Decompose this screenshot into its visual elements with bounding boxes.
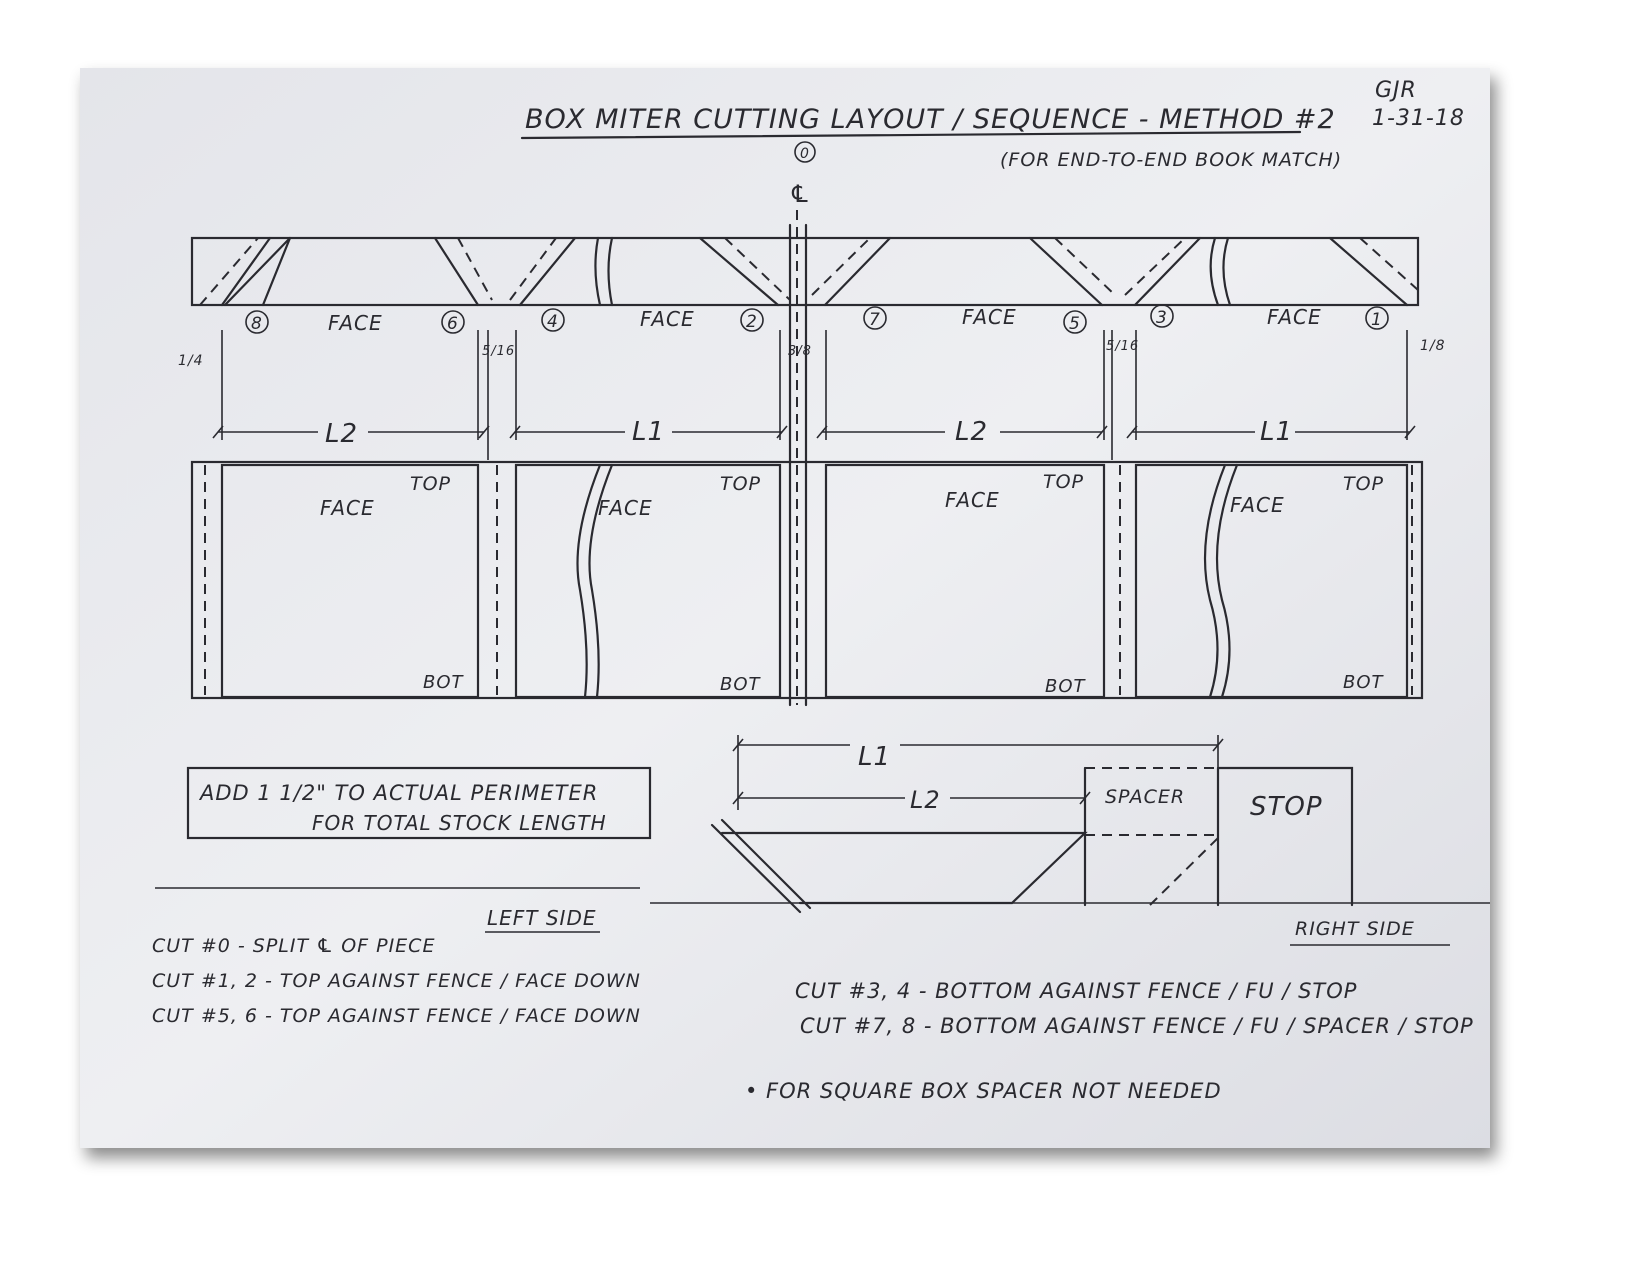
face-label: FACE <box>640 307 695 331</box>
spacer-label: SPACER <box>1105 786 1185 808</box>
date: 1-31-18 <box>1372 106 1465 131</box>
svg-text:FACE: FACE <box>598 496 653 520</box>
grain-wave <box>576 463 614 699</box>
author-initials: GJR <box>1375 78 1417 103</box>
panel-2 <box>514 463 782 699</box>
dimension-label: L1 <box>632 417 665 447</box>
grain-wave <box>1203 463 1239 699</box>
stop-label: STOP <box>1250 792 1323 822</box>
title: BOX MITER CUTTING LAYOUT / SEQUENCE - ME… <box>525 104 1336 135</box>
kerf-label: 1/8 <box>1420 338 1446 354</box>
paper-sheet <box>80 68 1490 1148</box>
dimension-label: L1 <box>1260 417 1293 447</box>
right-cut-3-4: CUT #3, 4 - BOTTOM AGAINST FENCE / FU / … <box>795 979 1357 1003</box>
jig-l1-label: L1 <box>858 742 891 772</box>
left-cut-0: CUT #0 - SPLIT ℄ OF PIECE <box>152 935 435 957</box>
kerf-label: 3/8 <box>788 344 812 359</box>
cut-number: 8 <box>251 314 263 334</box>
note-line-1: ADD 1 1/2" TO ACTUAL PERIMETER <box>198 781 598 805</box>
svg-text:BOT: BOT <box>423 672 465 693</box>
right-cut-7-8: CUT #7, 8 - BOTTOM AGAINST FENCE / FU / … <box>800 1014 1474 1038</box>
stop-block <box>1083 766 1354 907</box>
svg-text:TOP: TOP <box>720 473 761 495</box>
cut-number: 2 <box>746 312 758 332</box>
left-cut-1-2: CUT #1, 2 - TOP AGAINST FENCE / FACE DOW… <box>152 970 641 992</box>
kerf-label: 5/16 <box>482 344 515 359</box>
svg-text:BOT: BOT <box>1045 676 1087 697</box>
jig-diagram: L1 L2 SPACER STOP <box>650 735 1490 914</box>
kerf-labels: 1/4 5/16 3/8 5/16 1/8 <box>178 338 1446 369</box>
panel-1 <box>220 463 480 699</box>
face-label: FACE <box>962 305 1017 329</box>
dimension-label: L2 <box>325 419 358 449</box>
svg-text:TOP: TOP <box>1343 473 1384 495</box>
dimension-label: L2 <box>955 417 988 447</box>
centerline-symbol: ℄ <box>789 180 812 208</box>
svg-text:BOT: BOT <box>720 674 762 695</box>
cut-number: 1 <box>1371 310 1383 330</box>
svg-text:FACE: FACE <box>945 488 1000 512</box>
cut-number: 4 <box>547 312 559 332</box>
svg-text:TOP: TOP <box>1043 471 1084 493</box>
piece-labels: 8 FACE 6 4 FACE 2 7 FACE 5 3 FACE 1 <box>245 304 1389 335</box>
svg-text:BOT: BOT <box>1343 672 1385 693</box>
face-label: FACE <box>328 311 383 335</box>
title-underline <box>520 130 1302 140</box>
face-label: FACE <box>1267 305 1322 329</box>
left-cut-5-6: CUT #5, 6 - TOP AGAINST FENCE / FACE DOW… <box>152 1005 641 1027</box>
cut-number: 6 <box>447 314 459 334</box>
right-side-heading: RIGHT SIDE <box>1295 918 1415 940</box>
cut-number: 5 <box>1069 314 1081 334</box>
panel-3 <box>824 463 1106 699</box>
jig-l2-label: L2 <box>910 786 941 814</box>
kerf-label: 1/4 <box>178 353 204 369</box>
note-line-2: FOR TOTAL STOCK LENGTH <box>312 811 607 835</box>
dimension-lines: L2 L1 L2 L1 <box>212 417 1416 449</box>
cut-number: 3 <box>1156 308 1168 328</box>
left-side-heading: LEFT SIDE <box>487 906 597 930</box>
note-box <box>186 766 652 840</box>
panels: FACE TOP BOT FACE TOP BOT FACE TOP BOT F… <box>190 460 1424 700</box>
panel-4 <box>1134 463 1409 699</box>
top-strip <box>190 236 1420 307</box>
kerf-label: 5/16 <box>1106 339 1139 354</box>
svg-text:FACE: FACE <box>1230 493 1285 517</box>
cut-number: 7 <box>869 310 881 330</box>
svg-text:TOP: TOP <box>410 473 451 495</box>
svg-text:FACE: FACE <box>320 496 375 520</box>
cut-0-number: 0 <box>800 146 810 162</box>
cut-0-circle <box>794 141 816 163</box>
subtitle: (FOR END-TO-END BOOK MATCH) <box>1000 149 1342 171</box>
footnote: • FOR SQUARE BOX SPACER NOT NEEDED <box>745 1079 1222 1103</box>
